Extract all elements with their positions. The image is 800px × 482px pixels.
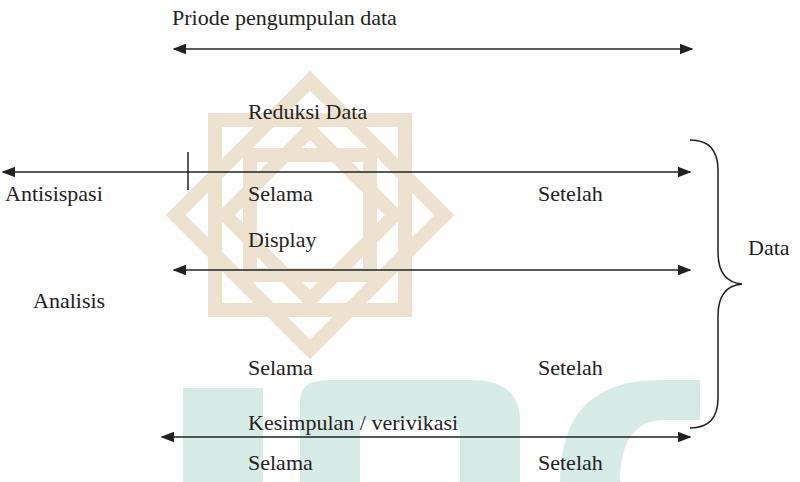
side-label: Analisis (33, 289, 105, 313)
brace-label: Data (748, 236, 790, 260)
watermark-letters (183, 380, 700, 482)
time-label: Setelah (538, 182, 603, 206)
stage-label: Display (248, 228, 316, 252)
time-label: Selama (248, 182, 313, 206)
time-label: Setelah (538, 356, 603, 380)
period-label: Priode pengumpulan data (172, 6, 397, 30)
time-label: Selama (248, 451, 313, 475)
side-label: Antisispasi (5, 182, 103, 206)
stage-label: Reduksi Data (248, 100, 367, 124)
time-label: Selama (248, 356, 313, 380)
double-arrows (3, 49, 692, 437)
time-label: Setelah (538, 451, 603, 475)
curly-brace (690, 140, 742, 428)
stage-label: Kesimpulan / verivikasi (248, 411, 458, 435)
watermark-emblem (176, 81, 445, 350)
